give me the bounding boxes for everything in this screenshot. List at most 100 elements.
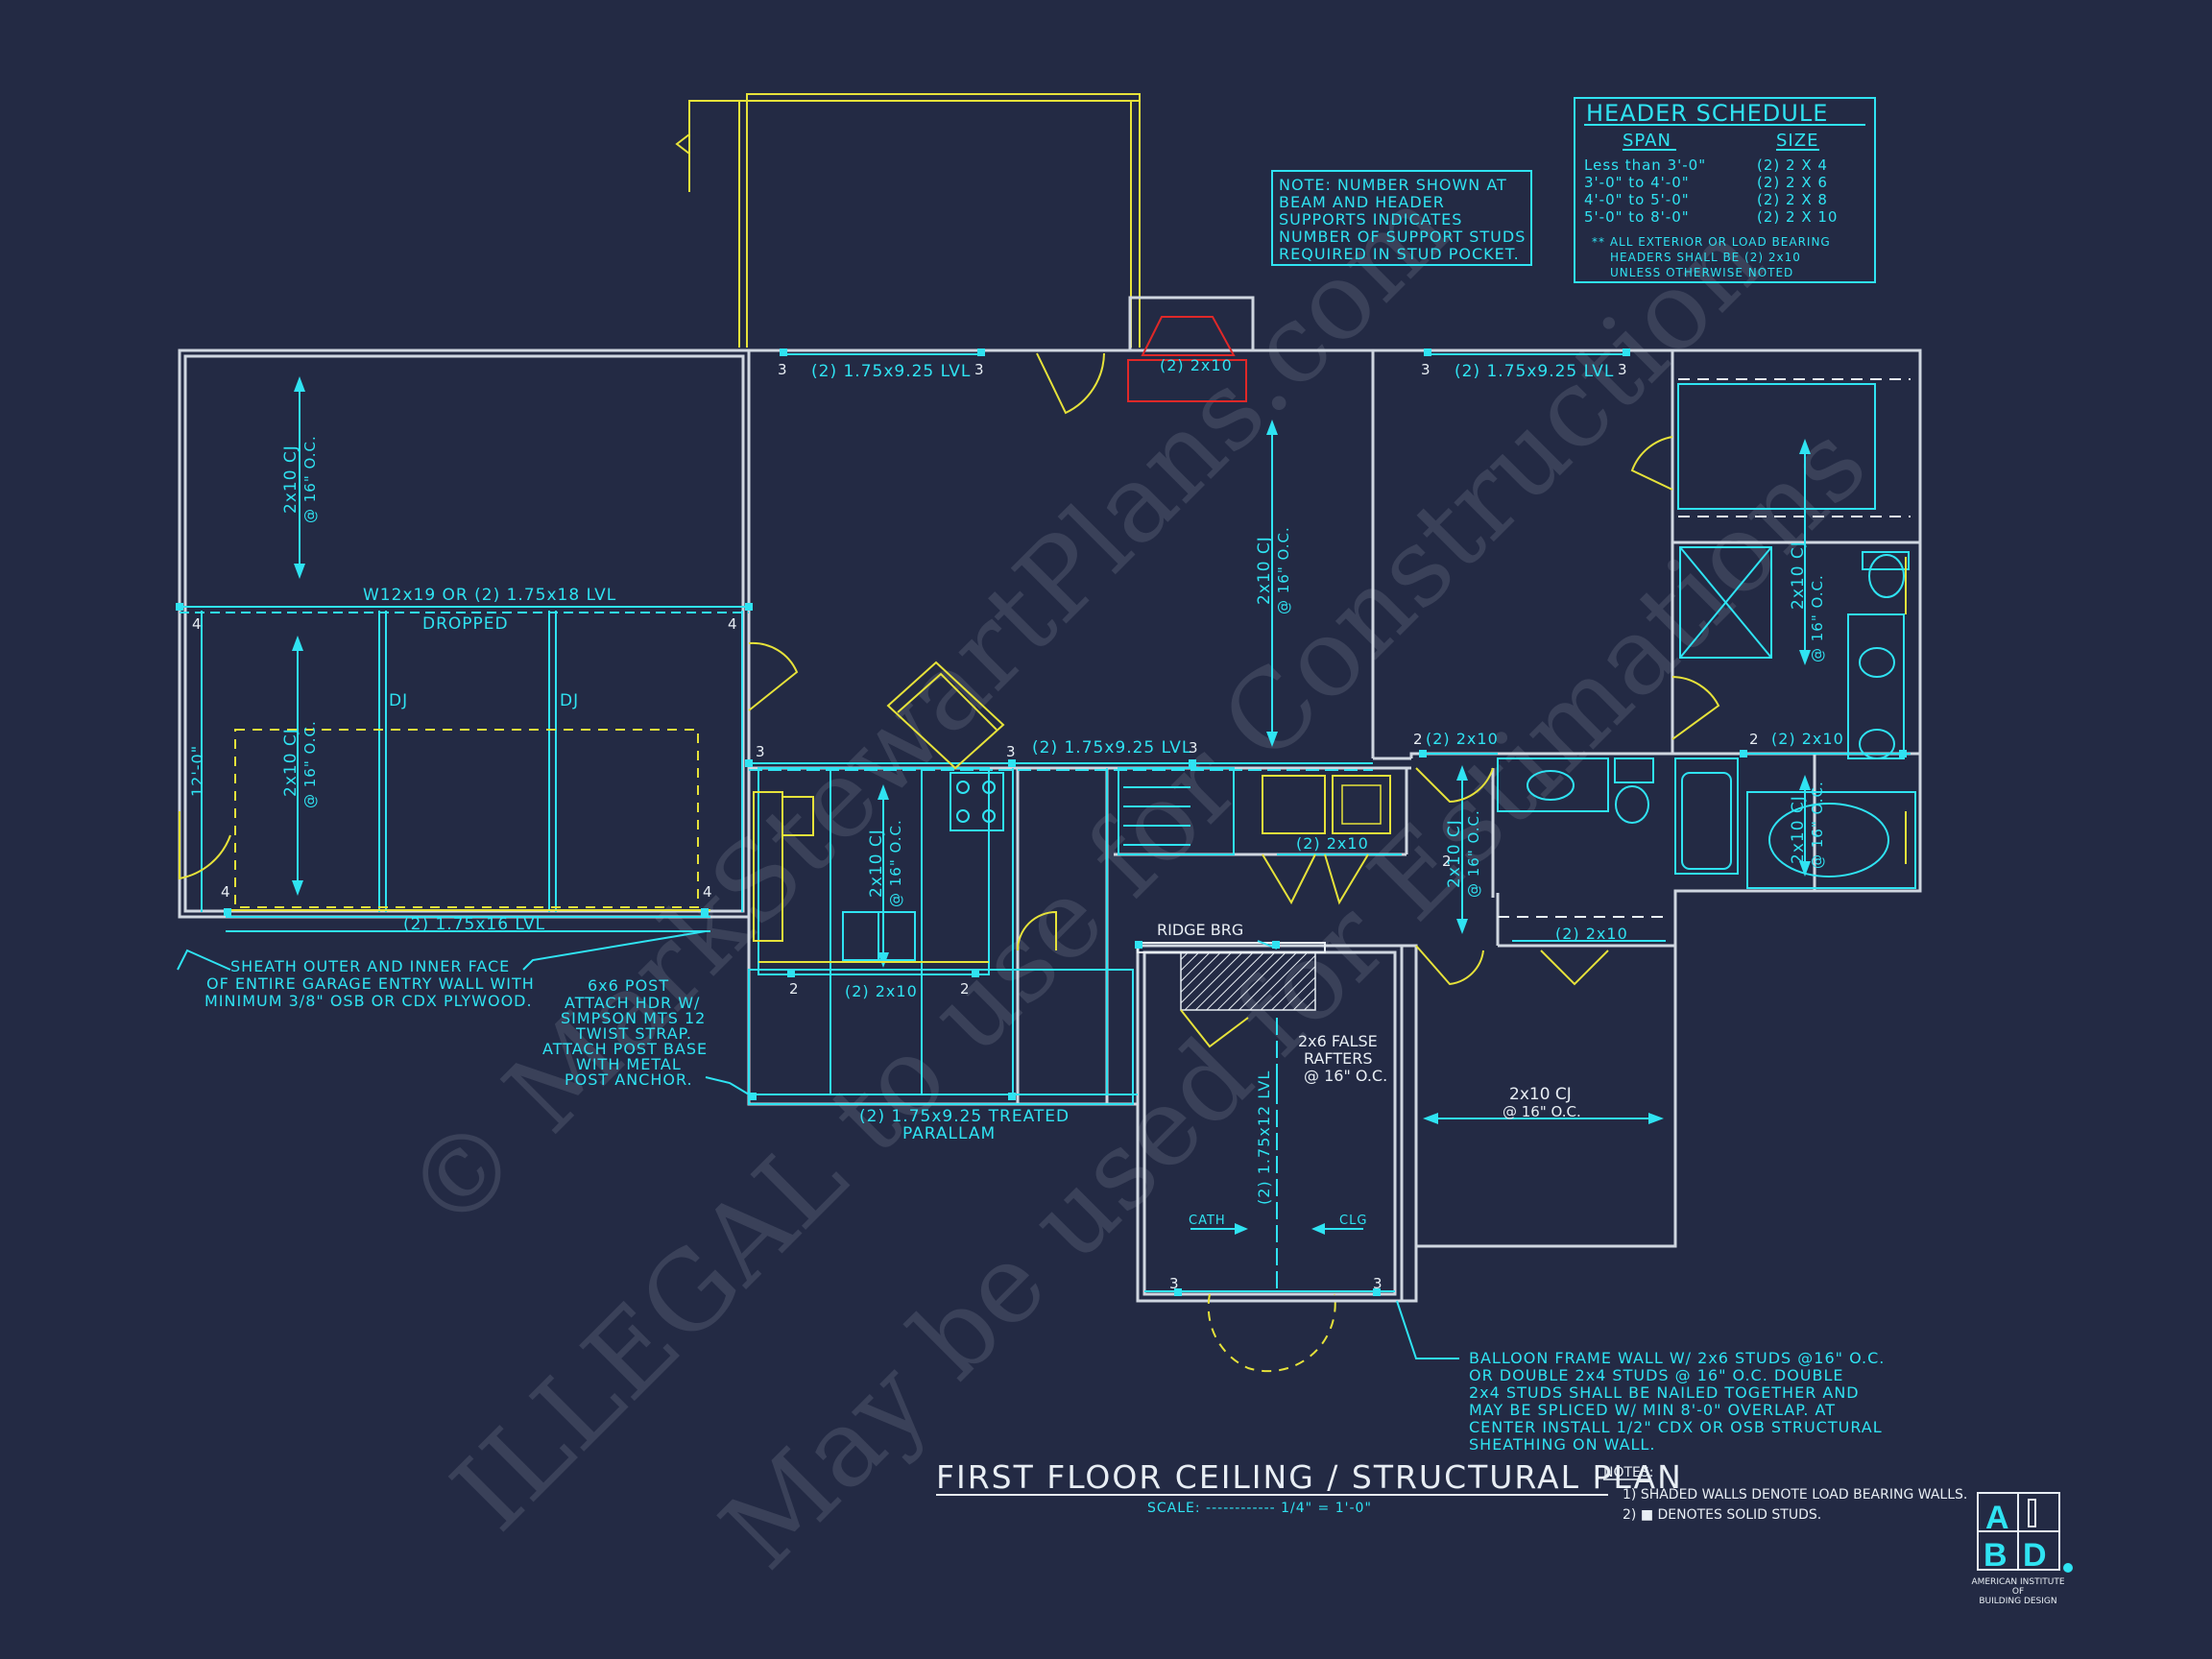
- kitchen-lvl-label: (2) 1.75x9.25 LVL: [1032, 738, 1191, 757]
- stud-count: 3: [1618, 361, 1627, 378]
- stud-count: 3: [756, 743, 765, 760]
- support-note-line: SUPPORTS INDICATES: [1279, 210, 1462, 228]
- post-note-line: TWIST STRAP.: [575, 1024, 692, 1043]
- cj-label: 2x10 CJ: [1789, 541, 1808, 610]
- garage-door-lvl-label: (2) 1.75x16 LVL: [403, 915, 545, 934]
- stud-count: 4: [192, 615, 202, 633]
- header-label: (2) 2x10: [1771, 730, 1844, 748]
- post-note-line: POST ANCHOR.: [565, 1070, 693, 1089]
- size-column-header: SIZE: [1776, 131, 1818, 151]
- fireplace: [1127, 296, 1255, 402]
- post-note-line: SIMPSON MTS 12: [561, 1009, 706, 1027]
- cath-label: CATH: [1189, 1214, 1226, 1228]
- balloon-note-line: 2x4 STUDS SHALL BE NAILED TOGETHER AND: [1469, 1383, 1860, 1402]
- plan-title: FIRST FLOOR CEILING / STRUCTURAL PLAN: [936, 1458, 1683, 1496]
- logo-i-bar: [2028, 1499, 2036, 1527]
- stud-count: 4: [728, 615, 737, 633]
- sheath-note-line: SHEATH OUTER AND INNER FACE: [230, 957, 510, 975]
- false-rafters-label: @ 16" O.C.: [1304, 1067, 1387, 1085]
- stud-count: 2: [1413, 731, 1423, 748]
- header-label: (2) 2x10: [1426, 730, 1499, 748]
- vault-lvl-label: (2) 1.75x12 LVL: [1255, 1070, 1273, 1205]
- stud-count: 3: [1373, 1275, 1382, 1292]
- structural-labels: (2) 1.75x9.25 LVL (2) 2x10 (2) 1.75x9.25…: [188, 356, 1844, 1228]
- garage-walls: [178, 349, 751, 919]
- balloon-note-line: CENTER INSTALL 1/2" CDX OR OSB STRUCTURA…: [1469, 1418, 1883, 1436]
- balloon-note-line: BALLOON FRAME WALL W/ 2x6 STUDS @16" O.C…: [1469, 1349, 1885, 1367]
- support-note-line: REQUIRED IN STUD POCKET.: [1279, 245, 1520, 263]
- treated-label: (2) 1.75x9.25 TREATED: [859, 1107, 1070, 1126]
- doors: [179, 352, 1907, 1373]
- stud-count: 3: [1006, 743, 1016, 760]
- dj-label: DJ: [389, 691, 408, 710]
- cj-spacing-label: @ 16" O.C.: [301, 435, 319, 523]
- stud-count: 4: [703, 883, 712, 901]
- false-rafters-label: 2x6 FALSE: [1298, 1032, 1378, 1050]
- schedule-note: ** ALL EXTERIOR OR LOAD BEARING: [1592, 235, 1831, 249]
- abd-logo: A B D AMERICAN INSTITUTE OF BUILDING DES…: [1971, 1492, 2073, 1606]
- stud-count: 3: [1169, 1275, 1179, 1292]
- logo-d: D: [2023, 1537, 2047, 1574]
- stud-count: 3: [778, 361, 787, 378]
- cj-label: 2x10 CJ: [867, 829, 886, 898]
- notes-heading: NOTES:: [1603, 1465, 1654, 1480]
- schedule-span: Less than 3'-0": [1584, 156, 1706, 174]
- header-label: (2) 2x10: [1296, 834, 1369, 853]
- schedule-size: (2) 2 X 6: [1757, 174, 1828, 191]
- cj-spacing-label: @ 16" O.C.: [1275, 526, 1292, 614]
- false-rafters-label: RAFTERS: [1304, 1049, 1373, 1068]
- schedule-size: (2) 2 X 10: [1757, 208, 1838, 226]
- cj-label: 2x10 CJ: [281, 728, 301, 797]
- header-label: (2) 2x10: [1555, 925, 1628, 943]
- cj-label: 2x10 CJ: [1445, 819, 1464, 888]
- sheath-note-line: MINIMUM 3/8" OSB OR CDX PLYWOOD.: [204, 992, 533, 1010]
- ridge-label: RIDGE BRG: [1157, 921, 1243, 939]
- balloon-note-line: SHEATHING ON WALL.: [1469, 1435, 1655, 1454]
- dim-12-label: 12'-0": [188, 745, 206, 797]
- schedule-span: 4'-0" to 5'-0": [1584, 191, 1690, 208]
- sheath-note-line: OF ENTIRE GARAGE ENTRY WALL WITH: [206, 974, 535, 993]
- schedule-size: (2) 2 X 8: [1757, 191, 1828, 208]
- cj-label: 2x10 CJ: [281, 445, 301, 514]
- stud-count: 2: [960, 980, 970, 998]
- schedule-span: 5'-0" to 8'-0": [1584, 208, 1690, 226]
- support-note-box: NOTE: NUMBER SHOWN AT BEAM AND HEADER SU…: [1271, 170, 1532, 266]
- header-schedule: HEADER SCHEDULE SPAN SIZE Less than 3'-0…: [1574, 97, 1876, 283]
- cj-spacing-label: @ 16" O.C.: [887, 819, 904, 907]
- post-note-line: WITH METAL: [576, 1055, 682, 1073]
- support-note-line: BEAM AND HEADER: [1279, 193, 1445, 211]
- logo-caption: OF: [2012, 1587, 2024, 1597]
- cj-spacing-label: @ 16" O.C.: [1809, 781, 1826, 869]
- fireplace-header-label: (2) 2x10: [1160, 356, 1233, 374]
- balloon-note-line: MAY BE SPLICED W/ MIN 8'-0" OVERLAP. AT: [1469, 1401, 1836, 1419]
- note-1: 1) SHADED WALLS DENOTE LOAD BEARING WALL…: [1623, 1487, 1967, 1503]
- general-notes: NOTES: 1) SHADED WALLS DENOTE LOAD BEARI…: [1603, 1465, 1967, 1523]
- logo-caption: BUILDING DESIGN: [1979, 1597, 2056, 1606]
- cj-spacing-label: @ 16" O.C.: [301, 720, 319, 808]
- cj-label: 2x10 CJ: [1789, 795, 1808, 864]
- schedule-note: UNLESS OTHERWISE NOTED: [1610, 266, 1793, 279]
- garage-beam-label: W12x19 OR (2) 1.75x18 LVL: [363, 586, 616, 605]
- span-column-header: SPAN: [1623, 131, 1671, 151]
- balloon-frame-note: BALLOON FRAME WALL W/ 2x6 STUDS @16" O.C…: [1469, 1349, 1885, 1454]
- header-schedule-title: HEADER SCHEDULE: [1586, 100, 1828, 127]
- stud-count: 2: [1442, 853, 1452, 870]
- schedule-note: HEADERS SHALL BE (2) 2x10: [1610, 251, 1801, 264]
- cj-label: 2x10 CJ: [1255, 536, 1274, 605]
- lvl-top-right-label: (2) 1.75x9.25 LVL: [1455, 362, 1614, 381]
- cj-spacing-label: @ 16" O.C.: [1465, 809, 1482, 898]
- stud-count: 3: [1421, 361, 1431, 378]
- logo-b: B: [1984, 1537, 2008, 1574]
- schedule-span: 3'-0" to 4'-0": [1584, 174, 1690, 191]
- post-note-line: 6x6 POST: [588, 976, 669, 995]
- post-note-line: ATTACH POST BASE: [542, 1040, 708, 1058]
- cj-label: 2x10 CJ: [1509, 1085, 1572, 1104]
- solid-studs: [176, 349, 1907, 1296]
- rear-deck: [675, 93, 1141, 348]
- plan-scale: SCALE: ------------ 1/4" = 1'-0": [1147, 1501, 1372, 1516]
- title-block: FIRST FLOOR CEILING / STRUCTURAL PLAN SC…: [936, 1458, 1683, 1516]
- schedule-size: (2) 2 X 4: [1757, 156, 1828, 174]
- support-note-line: NOTE: NUMBER SHOWN AT: [1279, 176, 1507, 194]
